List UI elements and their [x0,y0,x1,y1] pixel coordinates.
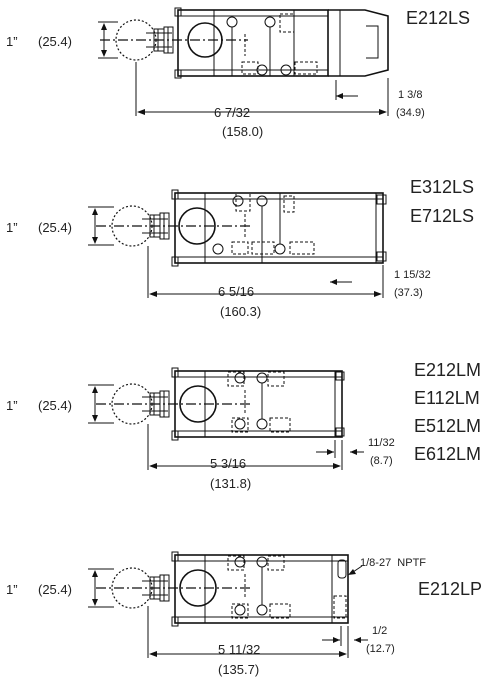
roller-diameter-label-1: 1” [6,34,18,49]
model-label-e212ls: E212LS [406,8,470,28]
actuator-circle [179,569,217,607]
model-label-e212lm: E212LM [414,360,481,380]
roller-diameter-label-3: 1” [6,398,18,413]
port-thread-note: 1/8-27 NPTF [360,557,426,569]
end-dimension-label-1: 1 3/8 [398,89,422,101]
roller-diameter-label-2: 1” [6,220,18,235]
model-label-e112lm: E112LM [414,388,480,408]
roller-diameter-mm-label-3: (25.4) [38,398,72,413]
overall-length-mm-label-3: (131.8) [210,476,251,491]
model-label-e612lm: E612LM [414,444,481,464]
end-dimension-mm-label-3: (8.7) [370,455,393,467]
end-dimension-mm-label-4: (12.7) [366,643,395,655]
valve-body [174,554,349,624]
end-dimension-mm-label-2: (37.3) [394,287,423,299]
overall-length-label-4: 5 11/32 [218,642,260,657]
end-dimension-label-4: 1/2 [372,625,387,637]
view-e212lm-family [88,367,364,470]
end-dimension-label-2: 1 15/32 [394,269,431,281]
overall-length-mm-label-1: (158.0) [222,124,263,139]
model-label-e312ls: E312LS [410,177,474,197]
model-label-e212lp: E212LP [418,579,482,599]
model-label-e512lm: E512LM [414,416,481,436]
overall-length-mm-label-4: (135.7) [218,662,259,677]
valve-body [174,192,384,264]
roller-diameter-mm-label-1: (25.4) [38,34,72,49]
actuator-circle [179,385,217,423]
view-e212ls [98,7,389,116]
overall-length-label-1: 6 7/32 [214,105,250,120]
view-e312ls-e712ls [88,189,387,298]
overall-length-label-3: 5 3/16 [210,456,246,471]
roller-diameter-mm-label-4: (25.4) [38,582,72,597]
actuator-circle [178,207,216,245]
roller-diameter-label-4: 1” [6,582,18,597]
end-dimension-label-3: 11/32 [368,437,395,449]
overall-length-mm-label-2: (160.3) [220,304,261,319]
valve-body [177,9,329,77]
end-dimension-mm-label-1: (34.9) [396,107,425,119]
model-label-e712ls: E712LS [410,206,474,226]
npt-port-icon [337,559,347,579]
roller-diameter-mm-label-2: (25.4) [38,220,72,235]
overall-length-label-2: 6 5/16 [218,284,254,299]
view-e212lp [88,551,368,658]
solenoid-housing [328,9,389,77]
